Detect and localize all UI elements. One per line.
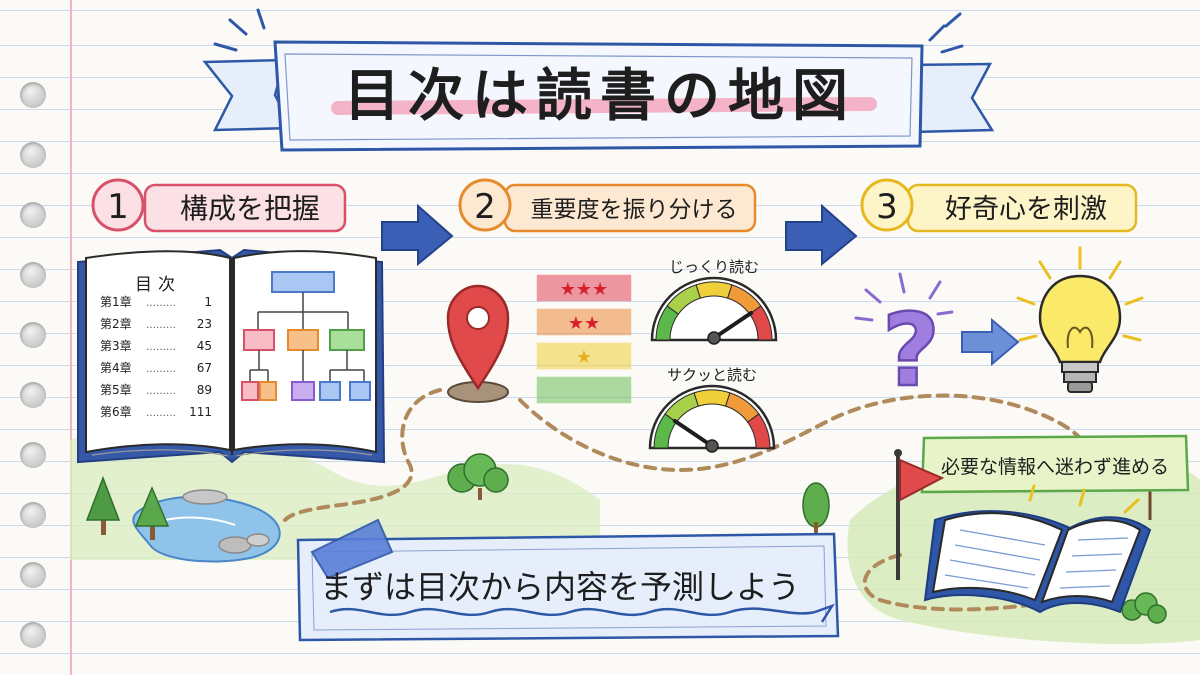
- toc-dots: ………: [146, 408, 176, 419]
- gauge-label: サクッと読む: [667, 366, 757, 384]
- priority-bar: ★★: [536, 308, 632, 336]
- route-path: [283, 388, 1095, 522]
- priority-stars: ★: [576, 347, 592, 368]
- binder-hole: [20, 442, 46, 468]
- map-pin-icon: [446, 284, 510, 403]
- prediction-note: [296, 518, 840, 642]
- goal-book: [923, 484, 1152, 614]
- toc-page: 45: [197, 339, 212, 353]
- step-number: 1: [107, 187, 129, 227]
- priority-bar-fill: [536, 376, 632, 404]
- question-icon: ?: [854, 272, 954, 410]
- goal-sign-text: 必要な情報へ迷わず進める: [941, 456, 1169, 478]
- binder-hole: [20, 382, 46, 408]
- toc-row: 第1章 ……… 1: [100, 294, 212, 309]
- binder-hole: [20, 82, 46, 108]
- binder-hole: [20, 562, 46, 588]
- tree-icon: [85, 475, 170, 540]
- route-path: [862, 553, 1062, 612]
- toc-page: 67: [197, 361, 212, 375]
- toc-row: 第5章 ……… 89: [100, 382, 212, 397]
- toc-list: 第1章………1第2章………23第3章………45第4章………67第5章………89第…: [100, 294, 212, 419]
- toc-dots: ………: [146, 320, 176, 331]
- step-label: 好奇心を刺激: [945, 194, 1107, 225]
- toc-dots: ………: [146, 386, 176, 397]
- toc-dots: ………: [146, 364, 176, 375]
- priority-bar: ★★★: [536, 274, 632, 302]
- priority-stars: ★★: [568, 313, 600, 334]
- toc-row: 第6章 ……… 111: [100, 404, 212, 419]
- toc-page: 89: [197, 383, 212, 397]
- org-chart: [241, 271, 371, 401]
- gauge-segment: [746, 413, 771, 449]
- priority-bar-fill: [536, 274, 632, 302]
- step-number: 2: [474, 187, 496, 227]
- title-ribbon: [202, 8, 995, 152]
- arrow-icon: [381, 203, 454, 267]
- bush-icon: [447, 453, 509, 500]
- gauge-hub: [707, 331, 721, 345]
- light-bulb-icon: [1016, 246, 1144, 393]
- toc-page: 111: [189, 405, 212, 419]
- priority-bar: [536, 376, 632, 404]
- priority-bar: ★: [536, 342, 632, 370]
- toc-chapter: 第4章: [100, 360, 132, 375]
- toc-chapter: 第3章: [100, 338, 132, 353]
- binder-hole: [20, 142, 46, 168]
- step-label: 構成を把握: [180, 192, 320, 225]
- gauge-segment: [748, 305, 773, 341]
- speed-gauge: じっくり読む: [650, 258, 778, 345]
- priority-bar-fill: [536, 308, 632, 336]
- step-2: 2 重要度を振り分ける: [458, 178, 757, 233]
- binder-hole: [20, 262, 46, 288]
- gauge-segment: [693, 389, 731, 407]
- gauge-needle: [672, 418, 714, 448]
- flag-icon: [894, 449, 945, 580]
- speed-gauge: サクッと読む: [648, 366, 776, 453]
- step-label: 重要度を振り分ける: [531, 197, 738, 223]
- gauge-needle: [712, 310, 754, 340]
- arrow-icon: [961, 317, 1020, 367]
- priority-bar-fill: [536, 342, 632, 370]
- toc-chapter: 第1章: [100, 294, 132, 309]
- step-3: 3 好奇心を刺激: [860, 178, 1138, 233]
- pond-icon: [132, 489, 281, 563]
- question-mark: ?: [882, 292, 940, 409]
- toc-row: 第2章 ……… 23: [100, 316, 212, 331]
- priority-bars: ★★★★★★: [536, 274, 632, 404]
- binder-hole: [20, 502, 46, 528]
- page-title: 目次は読書の地図: [344, 64, 856, 129]
- arrow-icon: [785, 203, 858, 267]
- tree-icon: [802, 482, 830, 536]
- step-number: 3: [876, 187, 898, 227]
- gauge-hub: [705, 439, 719, 453]
- bush-icon: [1121, 592, 1167, 624]
- margin-line: [70, 0, 72, 675]
- binder-hole: [20, 322, 46, 348]
- toc-row: 第3章 ……… 45: [100, 338, 212, 353]
- toc-heading: 目次: [135, 275, 181, 295]
- toc-page: 23: [197, 317, 212, 331]
- gauge-label: じっくり読む: [669, 258, 759, 276]
- toc-book: [77, 248, 386, 464]
- gauge-segment: [695, 281, 733, 299]
- binder-hole: [20, 202, 46, 228]
- toc-chapter: 第5章: [100, 382, 132, 397]
- step-1: 1 構成を把握: [91, 178, 347, 233]
- toc-row: 第4章 ……… 67: [100, 360, 212, 375]
- binder-hole: [20, 622, 46, 648]
- toc-dots: ………: [146, 342, 176, 353]
- toc-chapter: 第2章: [100, 316, 132, 331]
- toc-page: 1: [204, 295, 212, 309]
- toc-chapter: 第6章: [100, 404, 132, 419]
- priority-stars: ★★★: [560, 279, 608, 300]
- prediction-text: まずは目次から内容を予測しよう: [320, 568, 800, 606]
- toc-dots: ………: [146, 298, 176, 309]
